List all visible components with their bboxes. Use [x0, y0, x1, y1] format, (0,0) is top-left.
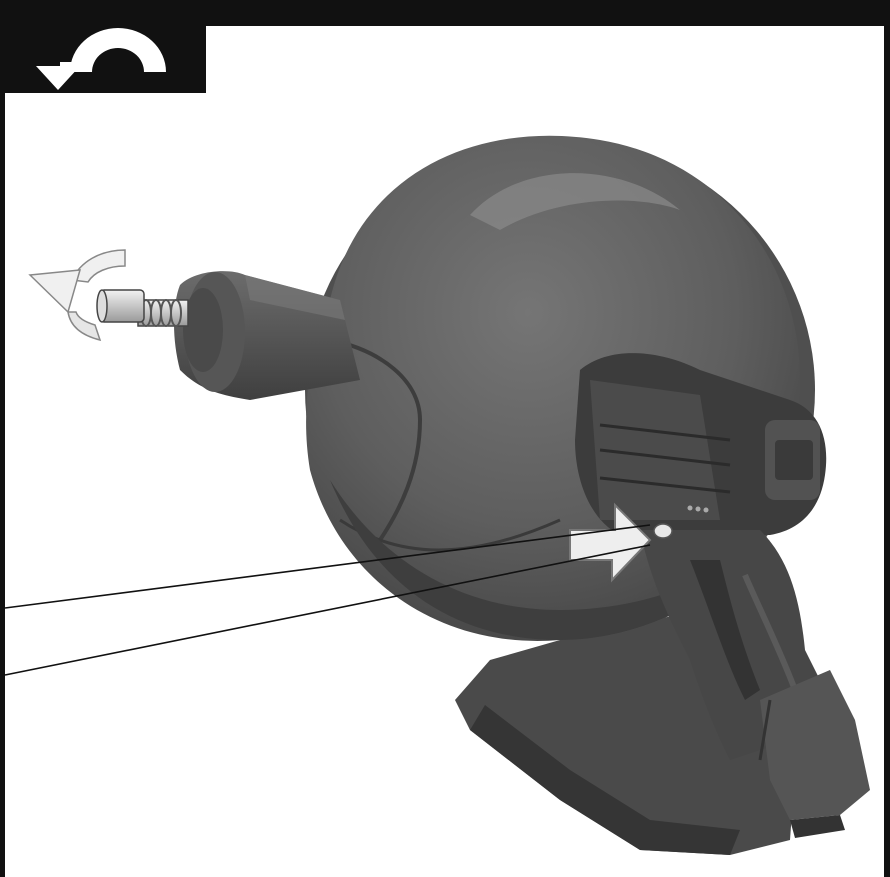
frame-right-border [884, 0, 890, 877]
cable-spring [138, 300, 188, 326]
drum-lock-button [654, 524, 672, 538]
frame-left-border [0, 0, 5, 877]
cable-tip [97, 290, 144, 322]
